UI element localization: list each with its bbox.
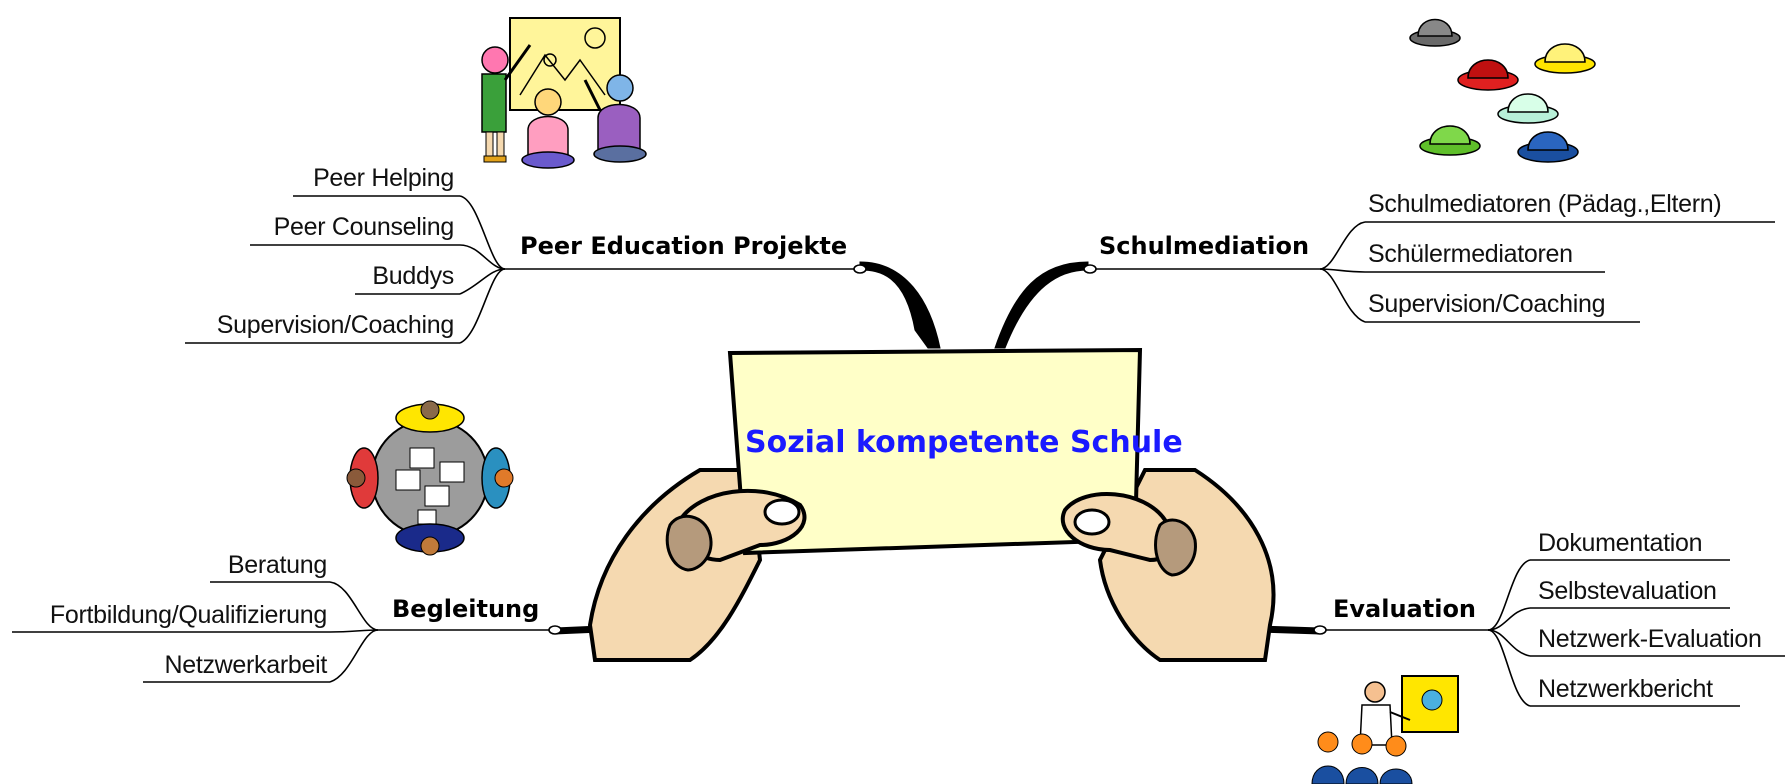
- begleitung-branch-lines: [12, 581, 562, 683]
- mediation-item-schuelermediatoren: Schülermediatoren: [1368, 240, 1573, 268]
- hat-red: [1457, 59, 1519, 91]
- branch-title-peer-education: Peer Education Projekte: [520, 232, 848, 260]
- mediation-item-supervision-coaching: Supervision/Coaching: [1368, 290, 1606, 318]
- branch-title-begleitung: Begleitung: [392, 595, 540, 623]
- evaluation-item-netzwerk-evaluation: Netzwerk-Evaluation: [1538, 625, 1762, 653]
- children-drawing-icon: [481, 17, 647, 169]
- begleitung-item-beratung: Beratung: [227, 551, 327, 579]
- peer-item-peer-counseling: Peer Counseling: [273, 213, 455, 241]
- begleitung-item-fortbildung: Fortbildung/Qualifizierung: [49, 601, 327, 629]
- evaluation-item-dokumentation: Dokumentation: [1538, 529, 1703, 557]
- round-table-meeting-icon: [346, 400, 514, 556]
- center-title: Sozial kompetente Schule: [745, 425, 1183, 460]
- presentation-audience-icon: [1311, 675, 1459, 784]
- evaluation-item-selbstevaluation: Selbstevaluation: [1538, 577, 1717, 605]
- evaluation-item-netzwerkbericht: Netzwerkbericht: [1538, 675, 1713, 703]
- peer-item-peer-helping: Peer Helping: [313, 164, 454, 192]
- six-hats-icon: [1409, 18, 1596, 163]
- mediation-branch-lines: [1083, 221, 1775, 323]
- hands-holding-card-icon: [587, 347, 1276, 662]
- hat-green: [1419, 125, 1481, 156]
- branch-title-schulmediation: Schulmediation: [1099, 232, 1310, 260]
- hat-mint: [1497, 93, 1559, 124]
- audience: [1311, 731, 1413, 784]
- hat-yellow: [1534, 43, 1596, 74]
- peer-item-buddys: Buddys: [372, 262, 454, 290]
- hat-blue: [1517, 131, 1579, 163]
- branch-title-evaluation: Evaluation: [1333, 595, 1477, 623]
- hat-grey: [1409, 18, 1461, 47]
- peer-branch-lines: [185, 195, 867, 344]
- evaluation-branch-lines: [1313, 559, 1785, 707]
- begleitung-item-netzwerkarbeit: Netzwerkarbeit: [164, 651, 327, 679]
- peer-item-supervision-coaching: Supervision/Coaching: [216, 311, 455, 339]
- mediation-item-schulmediatoren: Schulmediatoren (Pädag.,Eltern): [1368, 190, 1722, 218]
